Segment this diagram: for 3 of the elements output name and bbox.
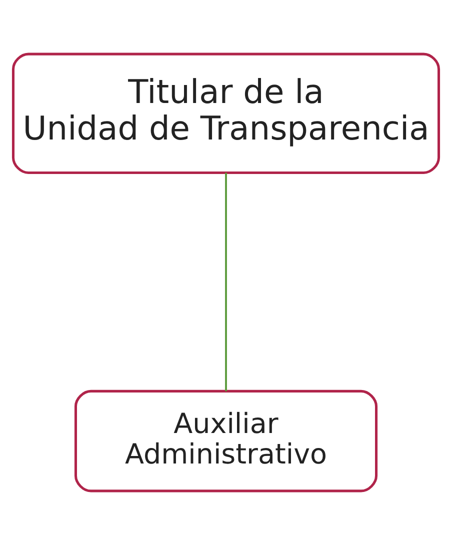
node-box: Titular de la Unidad de Transparencia: [12, 52, 440, 174]
node-box: Auxiliar Administrativo: [74, 389, 378, 492]
connector: [225, 172, 227, 391]
